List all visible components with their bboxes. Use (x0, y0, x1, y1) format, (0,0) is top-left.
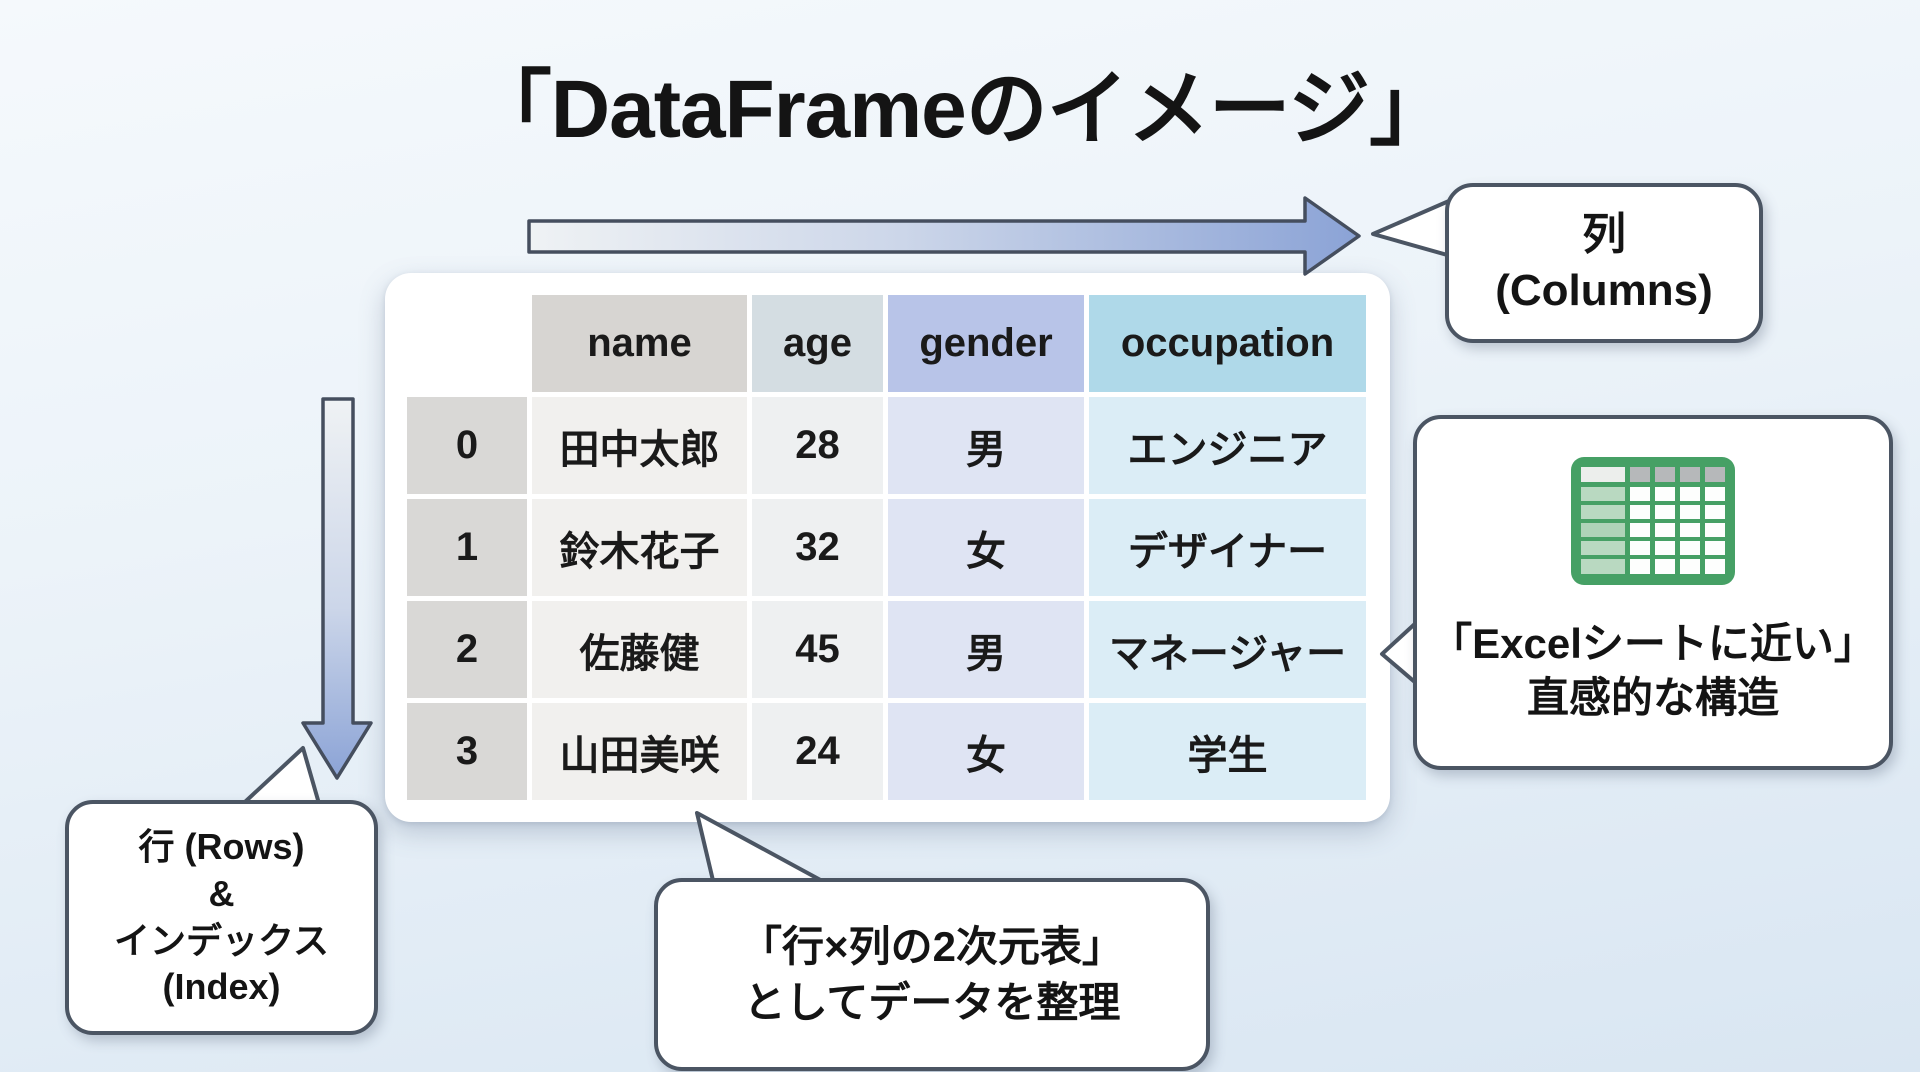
excel-callout-line1: 「Excelシートに近い」 (1430, 619, 1876, 667)
rows-callout-line3: インデックス (114, 919, 329, 961)
columns-arrow (527, 196, 1361, 276)
cell-name: 鈴木花子 (532, 499, 747, 596)
cell-gender: 女 (888, 499, 1084, 596)
columns-callout-line1: 列 (1582, 209, 1626, 259)
row-index: 3 (407, 703, 527, 800)
column-header-gender: gender (888, 295, 1084, 392)
row-index: 0 (407, 397, 527, 494)
dataframe-table: name age gender occupation 0 田中太郎 28 男 エ… (407, 295, 1366, 800)
columns-callout: 列 (Columns) (1445, 183, 1763, 343)
excel-callout-line2: 直感的な構造 (1526, 674, 1779, 722)
cell-occupation: エンジニア (1089, 397, 1366, 494)
dataframe-table-card: name age gender occupation 0 田中太郎 28 男 エ… (385, 273, 1390, 822)
cell-age: 24 (752, 703, 883, 800)
cell-age: 45 (752, 601, 883, 698)
cell-name: 佐藤健 (532, 601, 747, 698)
grid-callout-line2: としてデータを整理 (743, 978, 1121, 1026)
cell-age: 32 (752, 499, 883, 596)
cell-gender: 男 (888, 601, 1084, 698)
grid-callout-line1: 「行×列の2次元表」 (740, 923, 1124, 971)
rows-callout: 行 (Rows) & インデックス (Index) (65, 800, 378, 1035)
excel-callout: 「Excelシートに近い」 直感的な構造 (1413, 415, 1893, 770)
column-header-name: name (532, 295, 747, 392)
row-index: 2 (407, 601, 527, 698)
column-header-age: age (752, 295, 883, 392)
cell-gender: 男 (888, 397, 1084, 494)
rows-callout-line2: & (208, 872, 235, 914)
corner-cell (407, 295, 527, 392)
column-header-occupation: occupation (1089, 295, 1366, 392)
cell-occupation: マネージャー (1089, 601, 1366, 698)
grid-callout: 「行×列の2次元表」 としてデータを整理 (654, 878, 1210, 1071)
columns-callout-line2: (Columns) (1495, 266, 1713, 315)
rows-callout-line4: (Index) (162, 966, 281, 1008)
cell-name: 山田美咲 (532, 703, 747, 800)
cell-occupation: 学生 (1089, 703, 1366, 800)
cell-occupation: デザイナー (1089, 499, 1366, 596)
cell-name: 田中太郎 (532, 397, 747, 494)
row-index: 1 (407, 499, 527, 596)
cell-gender: 女 (888, 703, 1084, 800)
excel-sheet-icon (1571, 457, 1735, 599)
cell-age: 28 (752, 397, 883, 494)
rows-arrow (301, 397, 373, 780)
rows-callout-line1: 行 (Rows) (138, 825, 305, 867)
page-title: 「DataFrameのイメージ」 (469, 64, 1451, 155)
